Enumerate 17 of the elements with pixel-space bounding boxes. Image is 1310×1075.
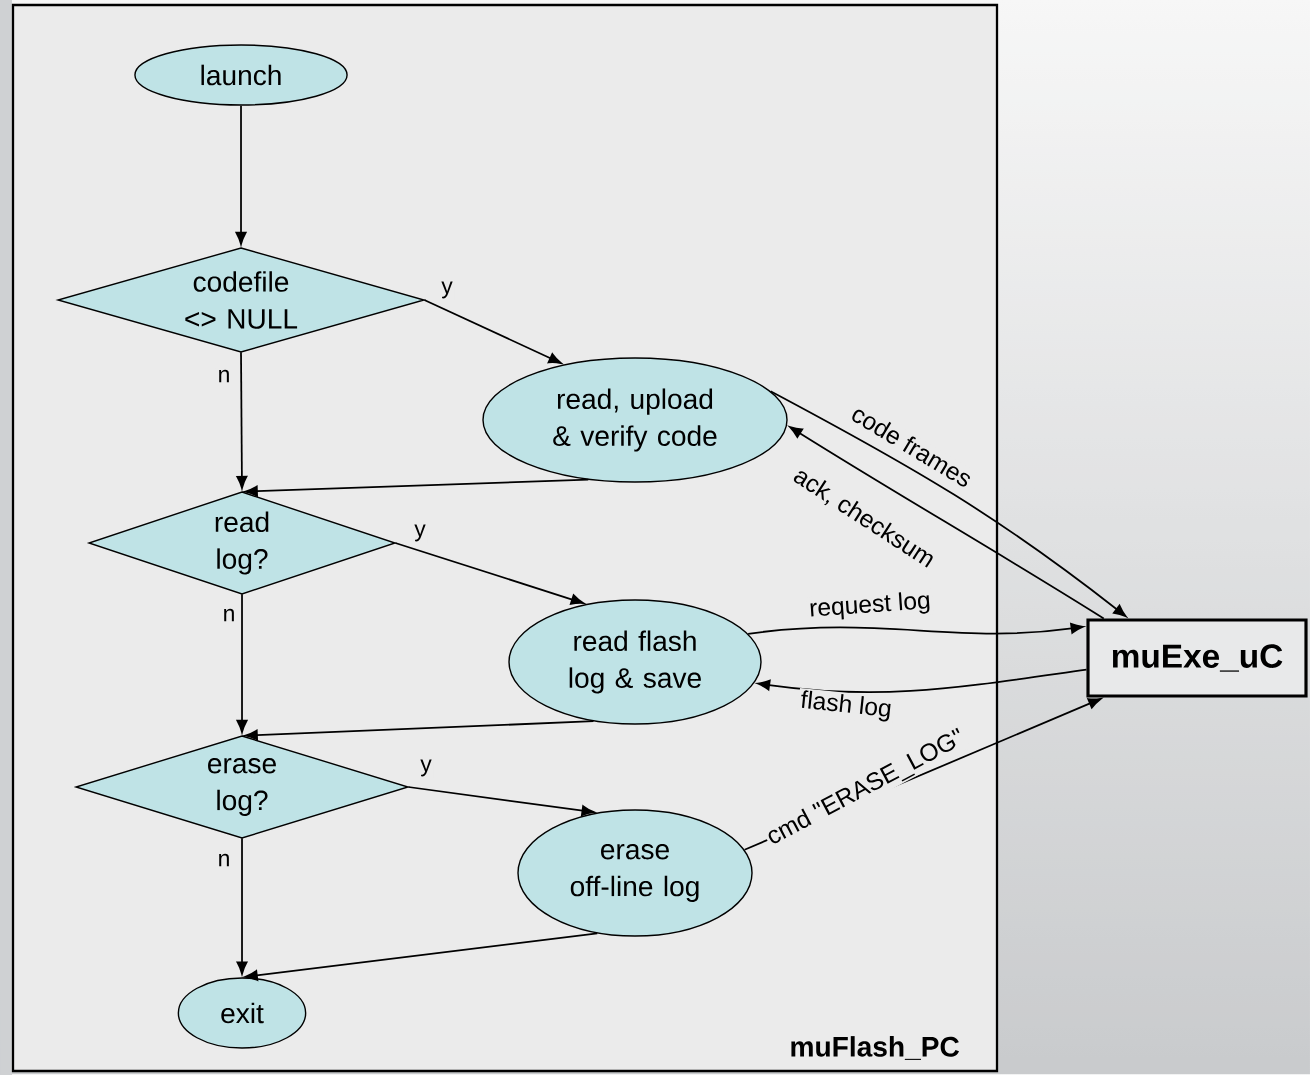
arrow bbox=[789, 426, 1105, 620]
arrow bbox=[423, 299, 562, 364]
arrow bbox=[244, 720, 595, 741]
edge-label: request log bbox=[806, 588, 934, 624]
arrow bbox=[747, 622, 1084, 635]
arrow bbox=[394, 542, 584, 605]
arrow bbox=[236, 593, 248, 734]
arrow bbox=[756, 668, 1088, 694]
arrow bbox=[236, 837, 248, 975]
arrow bbox=[236, 351, 248, 490]
arrow bbox=[407, 786, 595, 817]
edge-label: flash log bbox=[797, 687, 895, 725]
arrow bbox=[769, 390, 1127, 618]
arrow bbox=[244, 932, 599, 981]
arrow bbox=[244, 478, 590, 497]
device-box: muExe_uC bbox=[1086, 618, 1308, 698]
arrow bbox=[235, 104, 247, 246]
